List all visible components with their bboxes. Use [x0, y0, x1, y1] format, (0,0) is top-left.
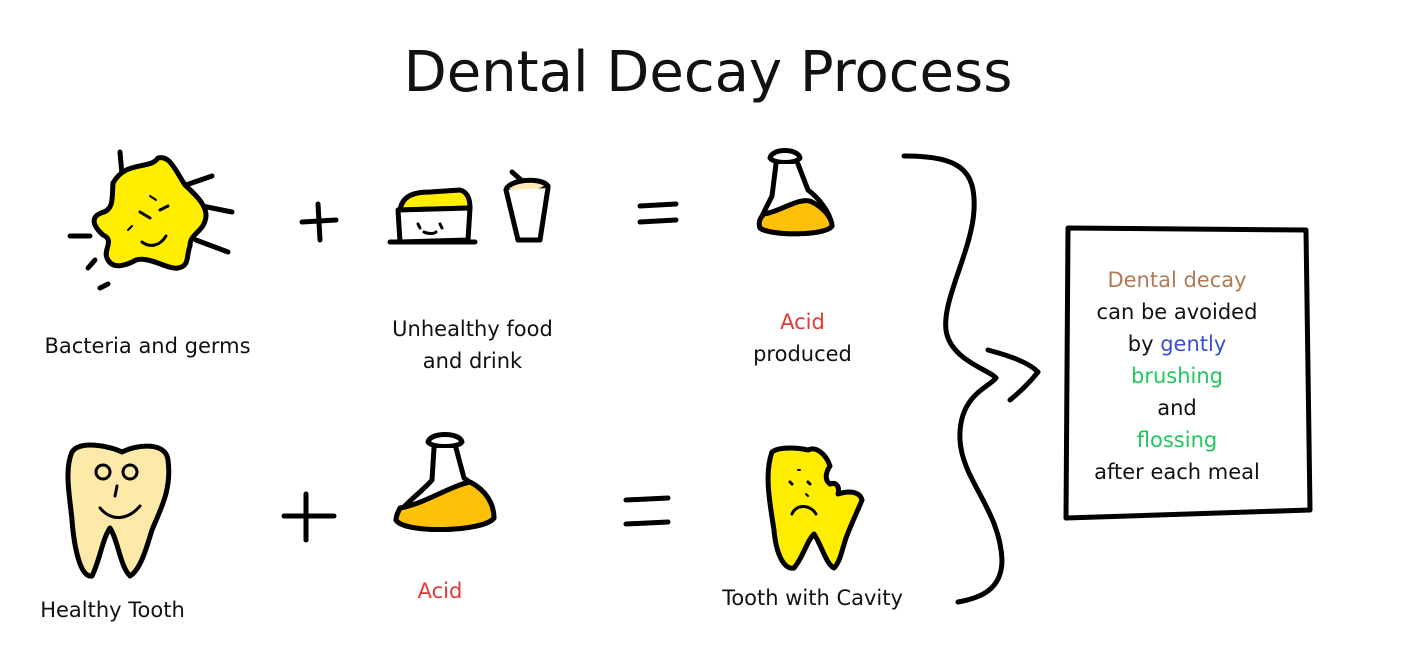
- acid-label-1: Acid: [780, 310, 825, 334]
- bacteria-label: Bacteria and germs: [44, 334, 251, 358]
- tip-word-by: by: [1127, 332, 1154, 356]
- cavity-tooth-label: Tooth with Cavity: [722, 586, 903, 610]
- tip-line-brushing: brushing: [1131, 364, 1223, 388]
- tip-line-flossing: flossing: [1136, 428, 1218, 452]
- food-container-icon: [387, 187, 478, 245]
- drink-cup-icon: [503, 169, 551, 243]
- healthy-tooth-icon: [65, 442, 172, 579]
- tip-box-border: [1063, 225, 1313, 521]
- tip-line-after-meal: after each meal: [1094, 460, 1260, 484]
- bacteria-icon: [67, 149, 235, 291]
- plus-sign-1: [299, 201, 339, 243]
- curly-brace-icon: [901, 153, 1005, 605]
- food-label-line-2: and drink: [422, 349, 523, 373]
- page-title: Dental Decay Process: [403, 40, 1013, 105]
- produced-label: produced: [753, 342, 852, 366]
- equals-sign-1: [637, 201, 679, 225]
- plus-sign-2: [281, 491, 337, 543]
- cavity-tooth-icon: [765, 445, 865, 571]
- tip-line-dental-decay: Dental decay: [1107, 268, 1247, 292]
- acid-label-2: Acid: [417, 579, 463, 603]
- acid-flask-icon-2: [393, 432, 497, 533]
- tip-word-gently: gently: [1160, 332, 1227, 356]
- healthy-tooth-label: Healthy Tooth: [40, 598, 185, 622]
- tip-box-text: Dental decay can be avoided by gently br…: [1072, 264, 1282, 488]
- equals-sign-2: [623, 495, 671, 527]
- food-label-line-1: Unhealthy food: [392, 317, 553, 341]
- arrow-icon: [985, 347, 1041, 403]
- acid-flask-icon-1: [756, 148, 835, 237]
- tip-line-avoided: can be avoided: [1096, 300, 1258, 324]
- tip-line-and: and: [1157, 396, 1197, 420]
- acid-produced-label: Acid produced: [700, 306, 905, 370]
- tip-line-by-gently: by gently: [1072, 328, 1282, 360]
- food-label: Unhealthy food and drink: [355, 313, 590, 377]
